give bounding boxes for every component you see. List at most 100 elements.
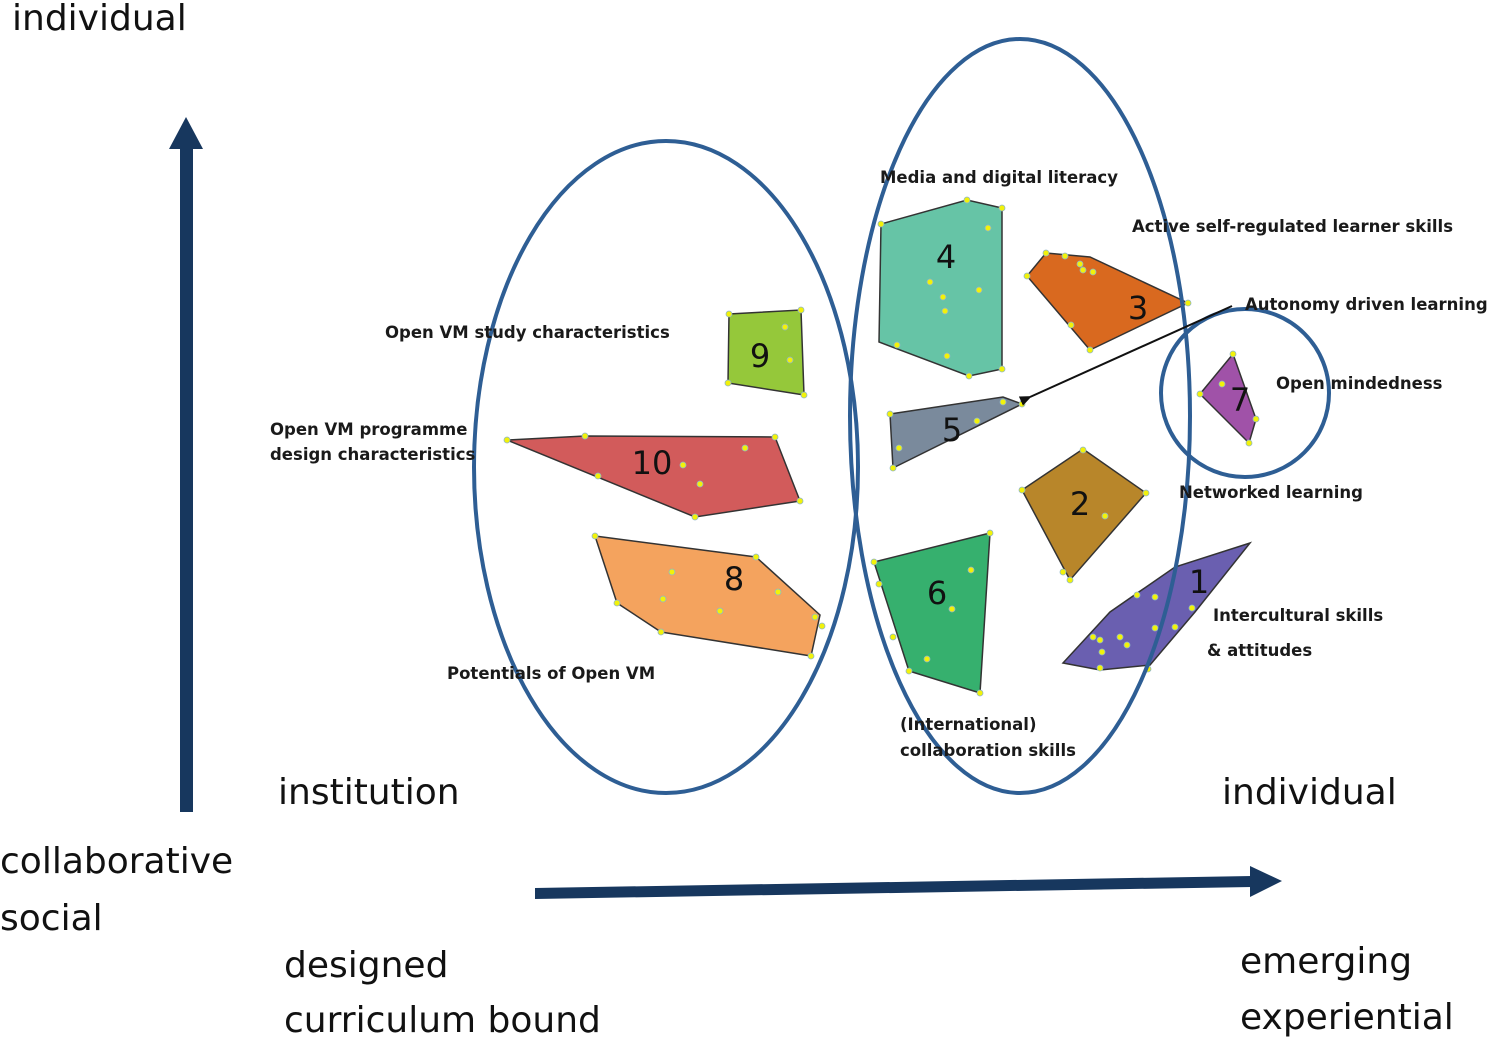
cluster-5-point [973,417,981,425]
label-intercultural-2: & attitudes [1207,641,1312,660]
cluster-5: 5 [886,396,1026,472]
cluster-8-point [752,553,760,561]
cluster-10-point [594,472,602,480]
cluster-number-6: 6 [927,574,947,612]
cluster-10-point [771,433,779,441]
cluster-9-point [797,306,805,314]
cluster-8-point [613,599,621,607]
label-potentials-open-vm: Potentials of Open VM [447,664,655,683]
cluster-4-point [877,220,885,228]
label-intercultural-1: Intercultural skills [1213,606,1383,625]
axis-label-experiential: experiential [1240,997,1454,1038]
cluster-8-point [659,595,667,603]
grouping-ellipses [472,37,1331,795]
axis-label-horizontal-left: institution [278,772,460,813]
axis-label-vertical-top: individual [12,0,187,39]
cluster-2-point [1059,568,1067,576]
cluster-1-point [1089,633,1097,641]
cluster-7-point [1196,390,1204,398]
ellipse-individual-group [848,37,1192,795]
cluster-polygon-1 [1061,541,1253,671]
cluster-10-point [696,480,704,488]
cluster-4-point [965,372,973,380]
cluster-10-point [581,432,589,440]
cluster-1-point [1123,641,1131,649]
cluster-number-9: 9 [750,337,770,375]
cluster-8-point [716,607,724,615]
cluster-6-point [986,529,994,537]
horizontal-axis-arrow [535,866,1282,899]
cluster-10-point [691,513,699,521]
cluster-2-point [1079,446,1087,454]
cluster-number-7: 7 [1230,381,1250,419]
cluster-10-point [503,436,511,444]
cluster-4-point [984,224,992,232]
cluster-4-point [926,278,934,286]
cluster-5-point [895,444,903,452]
cluster-8-point [657,628,665,636]
cluster-polygon-6 [873,532,991,694]
cluster-8-point [668,568,676,576]
cluster-1-point [1133,591,1141,599]
axis-label-emerging: emerging [1240,941,1412,982]
cluster-6-point [976,689,984,697]
cluster-8-point [818,622,826,630]
cluster-8-point [774,588,782,596]
cluster-3-point [1042,249,1050,257]
cluster-3-point [1089,268,1097,276]
cluster-2-point [1066,576,1074,584]
label-active-self-regulated: Active self-regulated learner skills [1132,217,1453,236]
cluster-4-point [939,293,947,301]
cluster-2: 2 [1018,446,1150,584]
cluster-polygon-4 [878,199,1003,377]
label-collaboration-2: collaboration skills [900,741,1076,760]
cluster-9: 9 [724,306,808,399]
cluster-6-point [967,566,975,574]
label-collaboration-1: (International) [900,715,1036,734]
cluster-7-point [1252,415,1260,423]
cluster-8: 8 [591,532,826,660]
cluster-1-point [1116,633,1124,641]
label-open-mindedness: Open mindedness [1276,374,1443,393]
cluster-4-point [998,204,1006,212]
cluster-3-point [1184,299,1192,307]
cluster-5-point [1018,400,1026,408]
circle-open-mindedness [1159,307,1331,479]
cluster-1-point [1151,624,1159,632]
cluster-4-point [998,365,1006,373]
cluster-1-point [1096,664,1104,672]
cluster-4-point [893,341,901,349]
cluster-6-point [889,633,897,641]
cluster-polygon-10 [506,435,802,518]
axis-label-vertical-bottom-1: collaborative [0,841,233,882]
cluster-10-point [679,461,687,469]
cluster-6-point [875,580,883,588]
label-open-vm-study: Open VM study characteristics [385,323,670,342]
cluster-3-point [1086,346,1094,354]
cluster-4: 4 [877,196,1006,380]
cluster-5-point [999,398,1007,406]
cluster-9-point [724,379,732,387]
cluster-3: 3 [1023,249,1192,354]
cluster-1: 1 [1061,541,1253,673]
label-networked-learning: Networked learning [1179,483,1363,502]
cluster-1-point [1188,604,1196,612]
label-open-vm-programme-2: design characteristics [270,445,476,464]
cluster-10-point [741,444,749,452]
cluster-number-5: 5 [942,411,962,449]
cluster-9-point [781,323,789,331]
cluster-3-point [1067,321,1075,329]
cluster-3-point [1061,252,1069,260]
cluster-5-point [886,410,894,418]
cluster-3-point [1079,266,1087,274]
cluster-7-point [1218,380,1226,388]
cluster-8-point [807,652,815,660]
cluster-5-point [889,464,897,472]
label-open-vm-programme-1: Open VM programme [270,420,467,439]
axis-label-horizontal-right: individual [1222,772,1397,813]
cluster-10-point [796,497,804,505]
cluster-6-point [905,667,913,675]
cluster-4-point [975,286,983,294]
cluster-4-point [943,352,951,360]
